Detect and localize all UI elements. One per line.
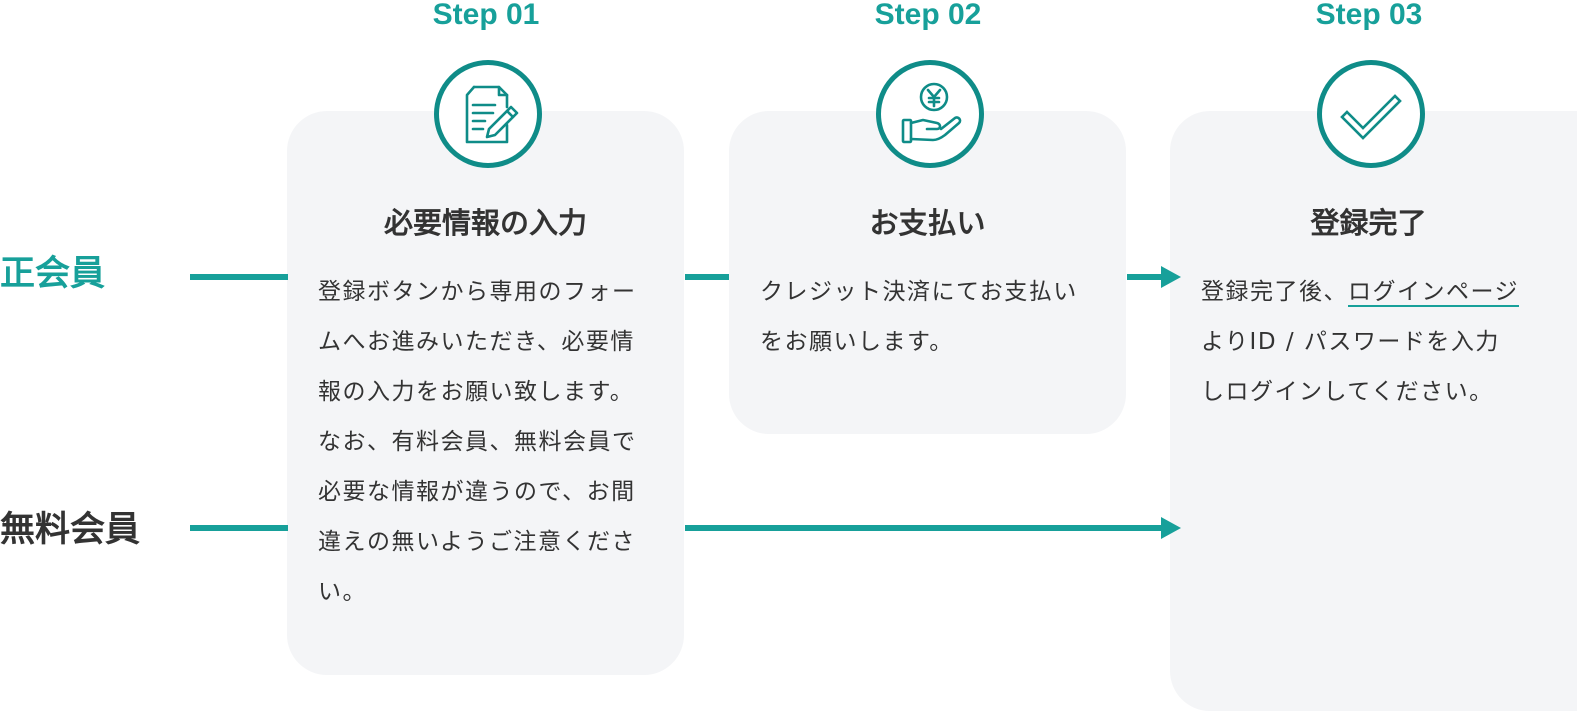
step-02-description: クレジット決済にてお支払い をお願いします。 (760, 267, 1078, 367)
login-page-link[interactable]: ログインページ (1348, 279, 1520, 307)
step-02-description-line: クレジット決済にてお支払い (760, 279, 1078, 305)
step-03-description-line: 登録完了後、ログインページ (1201, 267, 1520, 317)
step-02-description-line: をお願いします。 (760, 329, 954, 355)
document-pen-icon (465, 85, 519, 144)
step-01-title: 必要情報の入力 (383, 206, 587, 240)
step-03-description-line: よりID / パスワードを入力 (1201, 329, 1500, 355)
free-flow-line-start (190, 525, 288, 531)
step-01-icon-circle (434, 60, 542, 168)
step-01-description-line: 必要な情報が違うので、お間 (318, 479, 636, 505)
step-03-card (1170, 111, 1577, 711)
step-03-title: 登録完了 (1310, 206, 1427, 240)
step-01-description-line: 報の入力をお願い致します。 (318, 379, 635, 405)
free-flow-line-end (685, 525, 1163, 531)
step-03-description-prefix: 登録完了後、 (1201, 279, 1348, 305)
step-01-description: 登録ボタンから専用のフォー ムへお進みいただき、必要情 報の入力をお願い致します… (318, 267, 637, 617)
paid-flow-line-start (190, 274, 288, 280)
step-03-label: Step 03 (1315, 0, 1423, 31)
step-01-label: Step 01 (432, 0, 540, 31)
paid-flow-line-end (1127, 274, 1163, 280)
checkmark-icon (1340, 94, 1402, 140)
step-01-description-line: ムへお進みいただき、必要情 (318, 329, 635, 355)
step-01-description-line: 違えの無いようご注意くださ (318, 529, 637, 555)
free-member-label: 無料会員 (0, 510, 141, 550)
paid-member-label: 正会員 (0, 254, 106, 294)
step-02-title: お支払い (869, 206, 986, 240)
paid-flow-line-middle (685, 274, 729, 280)
step-03-icon-circle (1317, 60, 1425, 168)
free-flow-arrow-icon (1161, 517, 1181, 539)
step-01-description-line: い。 (318, 579, 367, 605)
step-01-description-line: 登録ボタンから専用のフォー (318, 279, 637, 305)
paid-flow-arrow-icon (1161, 266, 1181, 288)
step-01-description-line: なお、有料会員、無料会員で (318, 429, 637, 455)
step-03-description-line: しログインしてください。 (1201, 379, 1494, 405)
step-02-icon-circle (876, 60, 984, 168)
step-03-description: 登録完了後、ログインページ よりID / パスワードを入力 しログインしてくださ… (1201, 267, 1520, 417)
yen-coin-hand-icon (901, 82, 962, 144)
step-01-card (287, 111, 684, 675)
step-02-label: Step 02 (874, 0, 982, 31)
